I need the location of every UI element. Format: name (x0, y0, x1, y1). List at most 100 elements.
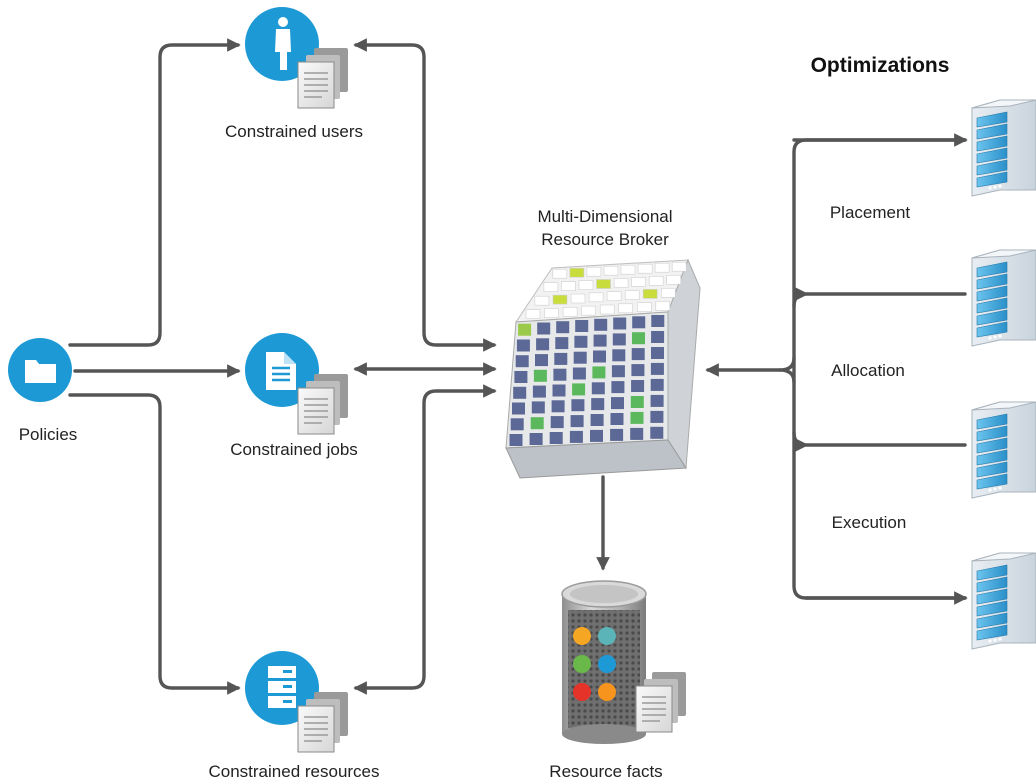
cube-top-cell (631, 277, 646, 287)
document-stack-icon (297, 692, 348, 753)
database-cylinder-icon (561, 580, 647, 744)
cube-cell (613, 317, 627, 330)
cube-cell (594, 318, 608, 331)
connector-bus-join (778, 356, 796, 384)
cube-cell (590, 429, 603, 442)
cube-cell (630, 427, 644, 440)
cube-cell (610, 413, 624, 425)
cube-cell (591, 382, 605, 395)
optimizations-title: Optimizations (811, 54, 950, 77)
cube-top-cell (606, 291, 622, 302)
broker-label-line1: Multi-Dimensional (537, 207, 672, 226)
cube-top-cell (648, 275, 664, 286)
cube-top-cell (671, 261, 687, 272)
resource-facts-label: Resource facts (549, 762, 662, 781)
connector-policies-resources (68, 393, 241, 695)
server-rack-icon (268, 666, 296, 708)
cube-cell (513, 386, 527, 399)
cube-top-cell (603, 265, 619, 276)
cube-top-cell (654, 262, 670, 273)
cube-cell (592, 366, 606, 379)
execution-label: Execution (832, 513, 907, 532)
cube-top-cell (666, 274, 682, 285)
cube-cell (509, 434, 523, 446)
cube-cell (555, 337, 569, 350)
cube-cell (631, 380, 645, 392)
cube-top-cell (624, 290, 640, 300)
person-icon (275, 17, 291, 70)
document-stack-icon (297, 48, 348, 109)
cube-top-cell (525, 309, 541, 320)
server-icon (971, 552, 1036, 650)
cube-cell (529, 433, 543, 445)
cube-cell (650, 378, 664, 391)
resource-facts-node: Resource facts (549, 580, 686, 781)
cube-top-cell (660, 287, 676, 298)
broker-label-line2: Resource Broker (541, 230, 669, 249)
server-icon (971, 249, 1036, 347)
cube-cell (537, 322, 551, 335)
cube-cell (611, 397, 624, 410)
document-icon (266, 352, 296, 390)
policies-node: Policies (8, 338, 77, 444)
policies-label: Policies (19, 425, 78, 444)
cube-top-cell (578, 280, 594, 290)
placement-label: Placement (830, 203, 911, 222)
connector-server-2 (792, 294, 967, 308)
cube-top-cell (655, 301, 671, 311)
cube-cell (569, 430, 583, 443)
cube-cell (533, 369, 547, 382)
cube-cell (612, 333, 626, 346)
server-stack (971, 99, 1036, 650)
cube-cell (531, 401, 545, 414)
cube-cell (510, 418, 524, 431)
cube-cell (650, 362, 664, 375)
cube-cell (515, 355, 529, 368)
cube-top-cell (534, 295, 550, 306)
cube-top-cell (618, 303, 634, 314)
cube-cell (631, 348, 645, 361)
connector-policies-users (68, 38, 241, 347)
constrained-resources-label: Constrained resources (208, 762, 379, 781)
cube-cell (631, 364, 645, 377)
cube-cell (611, 365, 625, 378)
cube-top-cell (561, 281, 576, 292)
constrained-resources-node: Constrained resources (208, 651, 380, 781)
cube-cell (630, 396, 644, 408)
cube-top-cell (552, 294, 568, 305)
document-stack-icon (297, 374, 348, 435)
cube-cell (590, 414, 604, 426)
server-icon (971, 401, 1036, 499)
cube-cell (571, 399, 585, 412)
cube-cell (514, 371, 528, 383)
cube-cell (535, 354, 548, 367)
optimizations-group: Optimizations Placement Allocation Execu… (811, 54, 1036, 650)
cube-cell (550, 416, 564, 429)
cube-cell (650, 410, 664, 423)
cube-cell (512, 402, 525, 415)
cube-top-cell (544, 308, 559, 318)
cube-top-cell (570, 293, 586, 304)
cube-cell (632, 332, 645, 345)
cube-cell (575, 320, 589, 332)
cube-top-cell (636, 302, 652, 312)
cube-cell (612, 349, 626, 362)
cube-cell (651, 315, 665, 327)
connector-resources-broker (353, 384, 497, 695)
cube-top-cell (642, 289, 658, 299)
cube-cell (536, 338, 550, 351)
cube-cell (611, 381, 625, 394)
cube-cell (574, 335, 588, 348)
cube-cell (610, 428, 624, 441)
cube-cell (518, 323, 532, 336)
cube-cell (570, 415, 584, 428)
cube-cell (554, 352, 568, 365)
cube-cell (650, 426, 664, 439)
cube-cell (552, 384, 566, 397)
cube-top-cell (613, 278, 629, 288)
cube-top-cell (581, 305, 596, 316)
cube-cell (572, 383, 586, 396)
cube-cell (553, 368, 567, 381)
cube-cell (532, 385, 546, 398)
cube-top-cell (620, 264, 636, 275)
